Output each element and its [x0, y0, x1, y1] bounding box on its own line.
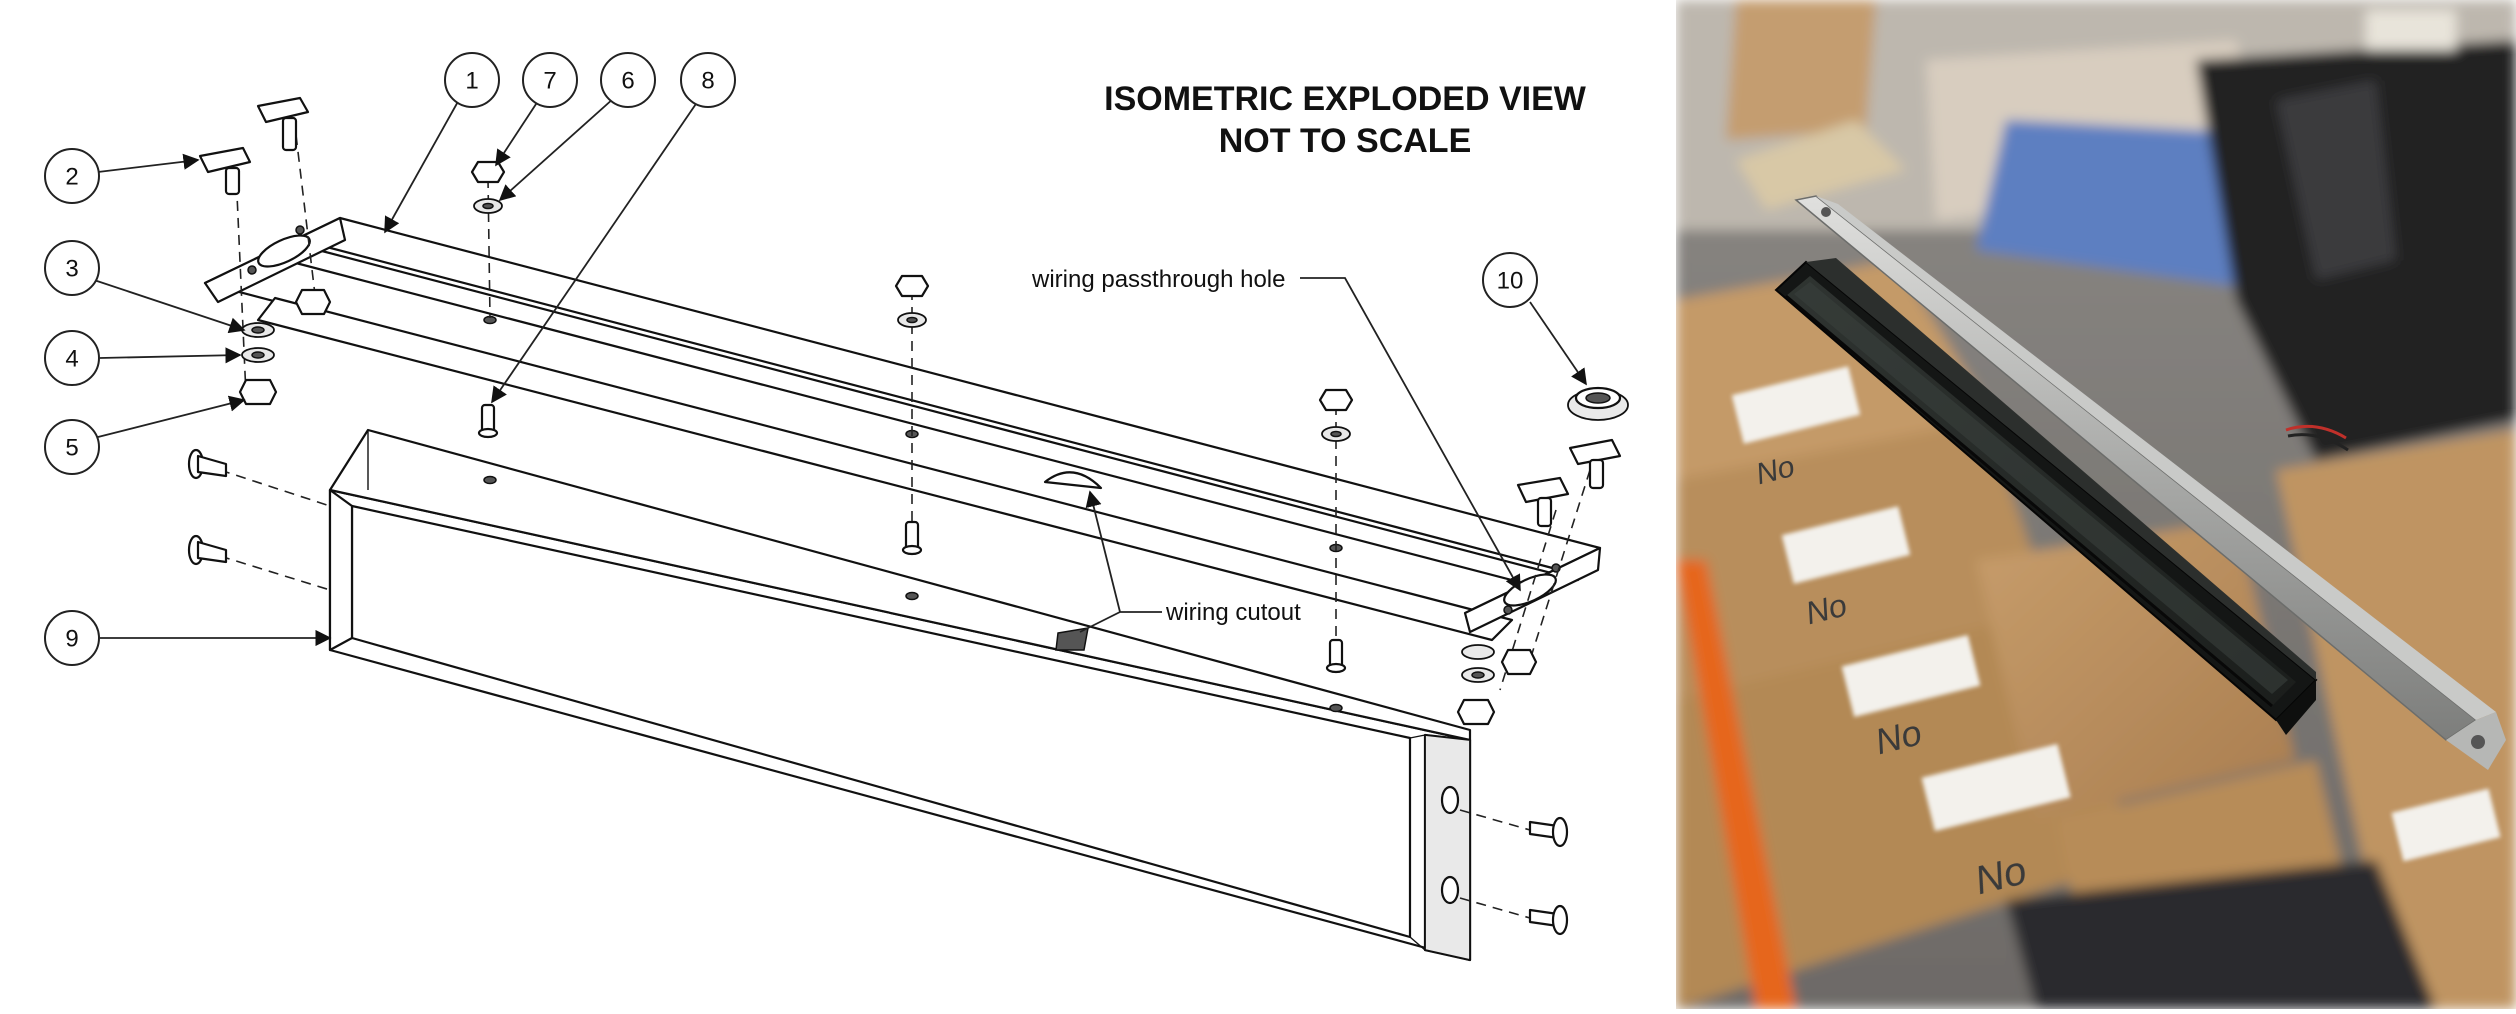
callout-leaders — [93, 97, 1587, 647]
callout-3: 3 — [44, 240, 100, 296]
svg-text:6: 6 — [621, 68, 634, 95]
sign-photo — [1774, 195, 2506, 770]
callout-4: 4 — [44, 330, 100, 386]
wiring-cutout-label: wiring cutout — [1165, 599, 1301, 626]
drawing-title-line1: ISOMETRIC EXPLODED VIEW — [1104, 80, 1587, 118]
exploded-view-drawing: ISOMETRIC EXPLODED VIEW NOT TO SCALE — [44, 52, 1629, 962]
mounting-bracket — [203, 216, 1602, 642]
svg-text:5: 5 — [65, 435, 78, 462]
drawing-title-line2: NOT TO SCALE — [1219, 122, 1472, 160]
t-bolt — [1516, 476, 1570, 528]
product-photo: No No No No — [1676, 0, 2516, 1009]
callout-10: 10 — [1482, 252, 1538, 308]
svg-text:1: 1 — [465, 68, 478, 95]
svg-text:7: 7 — [543, 68, 556, 95]
t-bolt — [198, 146, 252, 196]
svg-text:8: 8 — [701, 68, 714, 95]
callout-8: 8 — [680, 52, 736, 108]
t-bolt — [1568, 438, 1622, 490]
callout-2: 2 — [44, 148, 100, 204]
callout-7: 7 — [522, 52, 578, 108]
hardware — [187, 96, 1629, 936]
callout-6: 6 — [600, 52, 656, 108]
callout-1: 1 — [444, 52, 500, 108]
svg-text:2: 2 — [65, 164, 78, 191]
wiring-passthrough-label: wiring passthrough hole — [1031, 266, 1286, 293]
screw — [187, 448, 228, 480]
sign-housing — [328, 428, 1472, 962]
screw — [1528, 904, 1569, 936]
svg-text:9: 9 — [65, 626, 78, 653]
t-bolt — [256, 96, 310, 152]
callout-5: 5 — [44, 419, 100, 475]
callout-9: 9 — [44, 610, 100, 666]
screw — [187, 534, 228, 566]
svg-text:4: 4 — [65, 346, 78, 373]
svg-text:10: 10 — [1497, 268, 1524, 295]
screw — [1528, 816, 1569, 848]
svg-text:3: 3 — [65, 256, 78, 283]
